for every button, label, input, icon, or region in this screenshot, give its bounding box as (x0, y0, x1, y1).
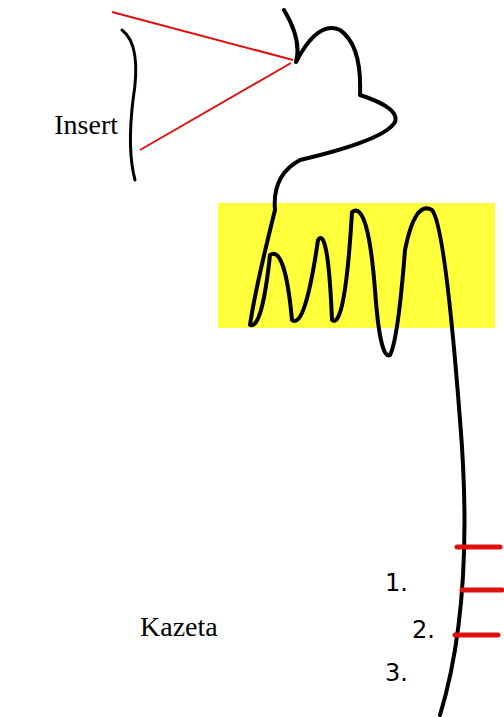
callout-number: 2. (412, 617, 435, 643)
cassette-mark (457, 545, 500, 550)
insert-pointer (112, 12, 293, 60)
cassette-mark (455, 633, 498, 638)
cassette-mark (462, 588, 502, 593)
part-label: Kazeta (140, 612, 218, 643)
callout-number: 3. (385, 660, 408, 686)
part-label: Insert (54, 110, 118, 141)
insert-strand (122, 30, 136, 180)
rna-strand (250, 10, 465, 715)
callout-number: 1. (385, 570, 408, 596)
insert-pointer (140, 63, 291, 150)
